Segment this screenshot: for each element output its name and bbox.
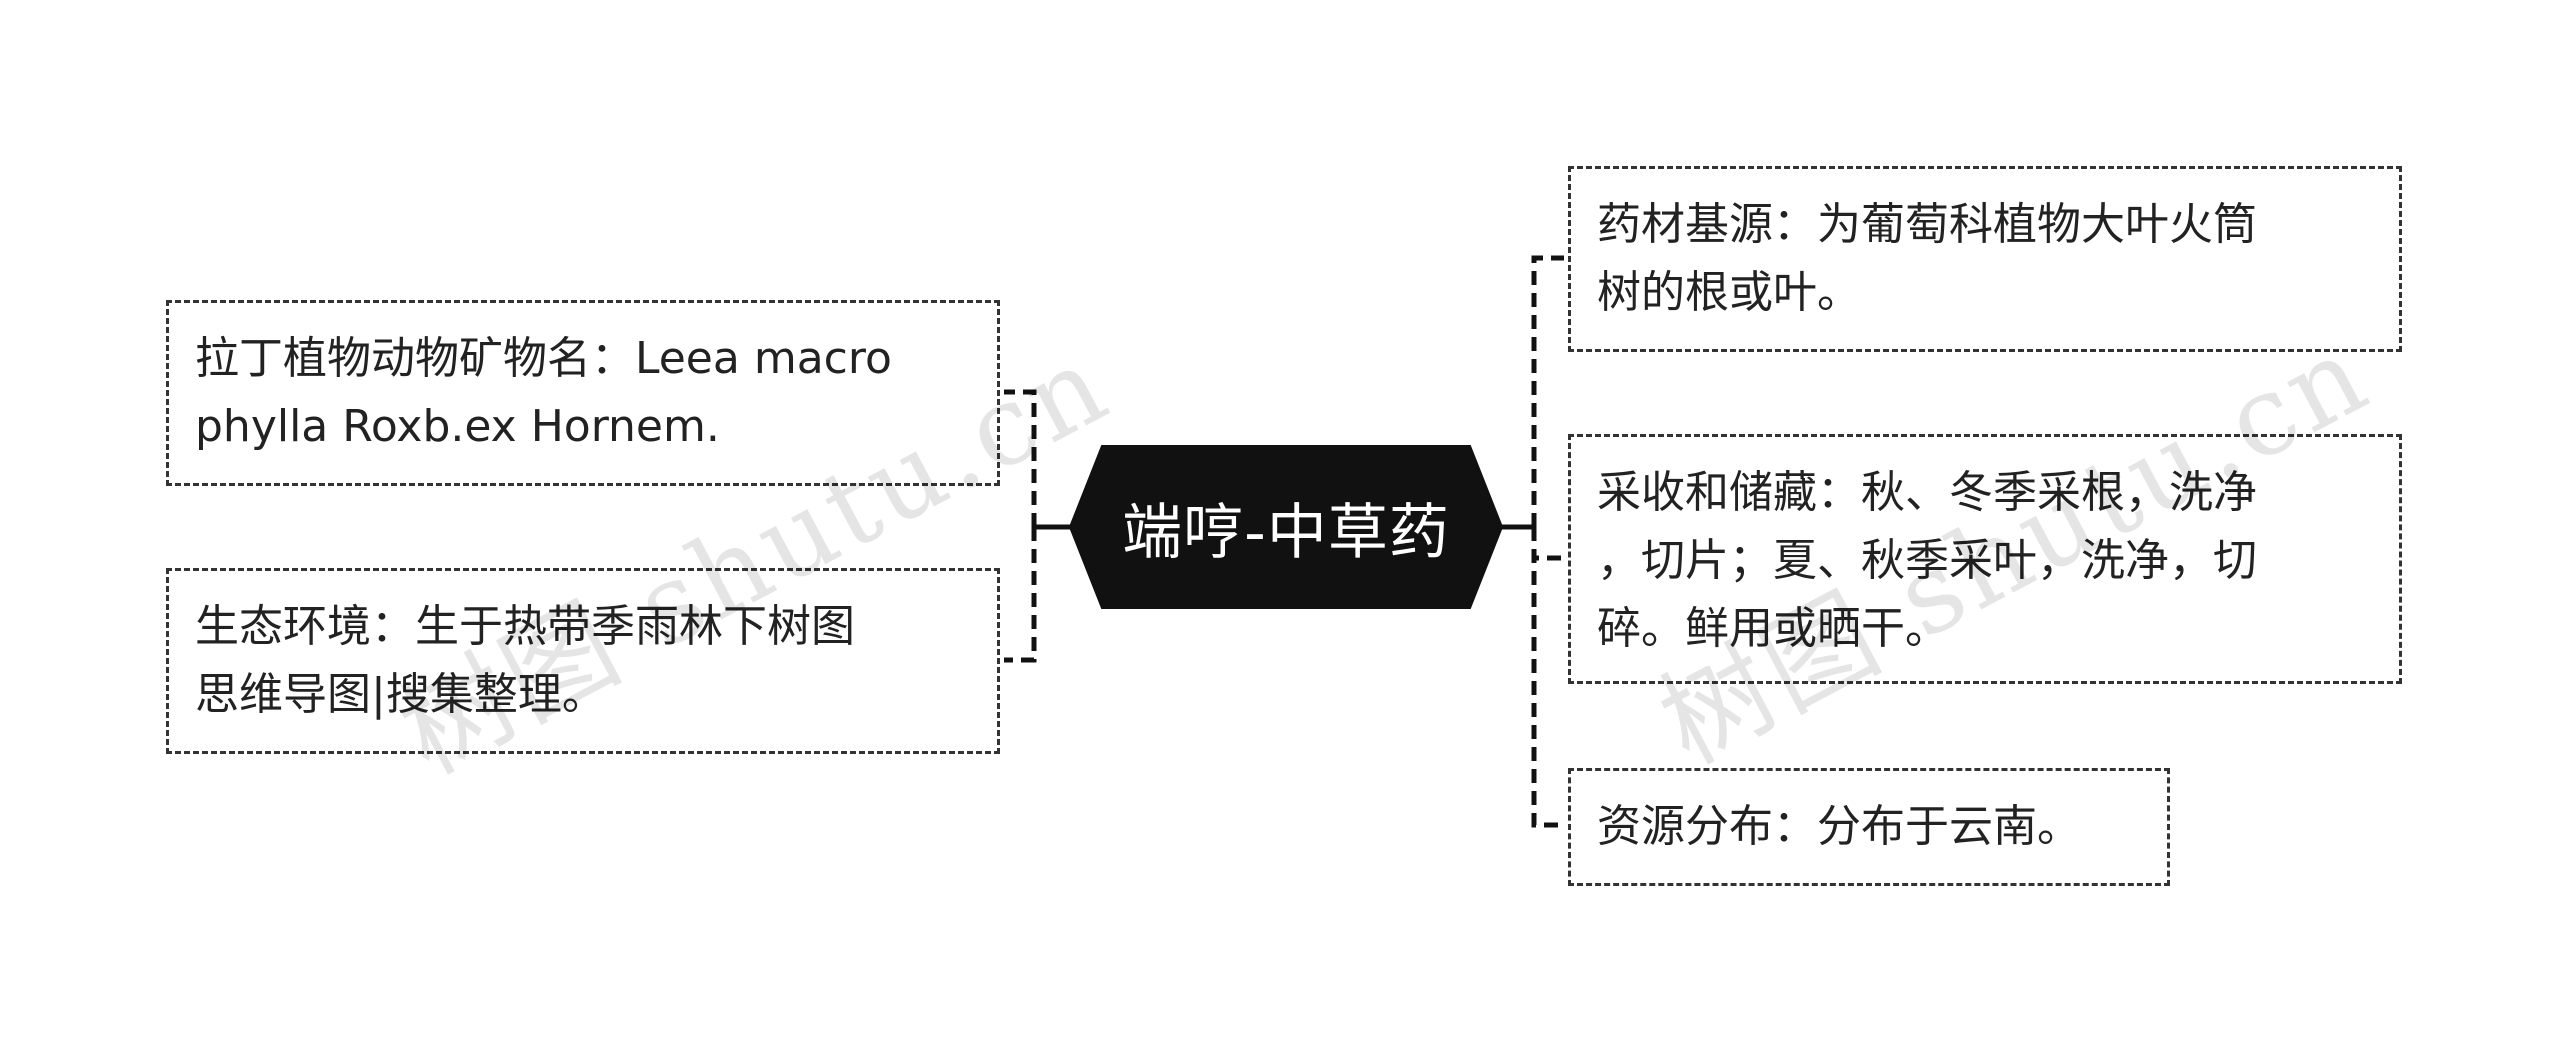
left-connectors	[1004, 389, 1070, 663]
right-connectors	[1502, 255, 1564, 828]
right-node-source[interactable]: 药材基源：为葡萄科植物大叶火筒 树的根或叶。	[1568, 166, 2402, 352]
right-node-distribution[interactable]: 资源分布：分布于云南。	[1568, 768, 2170, 886]
left-connector-2	[1004, 527, 1037, 663]
right-node-harvest-storage[interactable]: 采收和储藏：秋、冬季采根，洗净 ，切片；夏、秋季采叶，洗净，切 碎。鲜用或晒干。	[1568, 434, 2402, 684]
left-connector-1	[1004, 389, 1037, 527]
left-node-habitat[interactable]: 生态环境：生于热带季雨林下树图 思维导图|搜集整理。	[166, 568, 1000, 754]
central-topic[interactable]: 端哼-中草药	[1122, 497, 1450, 568]
right-connector-1	[1531, 255, 1564, 527]
right-connector-3	[1531, 527, 1564, 828]
right-connector-2	[1531, 527, 1564, 561]
left-node-latin-name[interactable]: 拉丁植物动物矿物名：Leea macro phylla Roxb.ex Horn…	[166, 300, 1000, 486]
